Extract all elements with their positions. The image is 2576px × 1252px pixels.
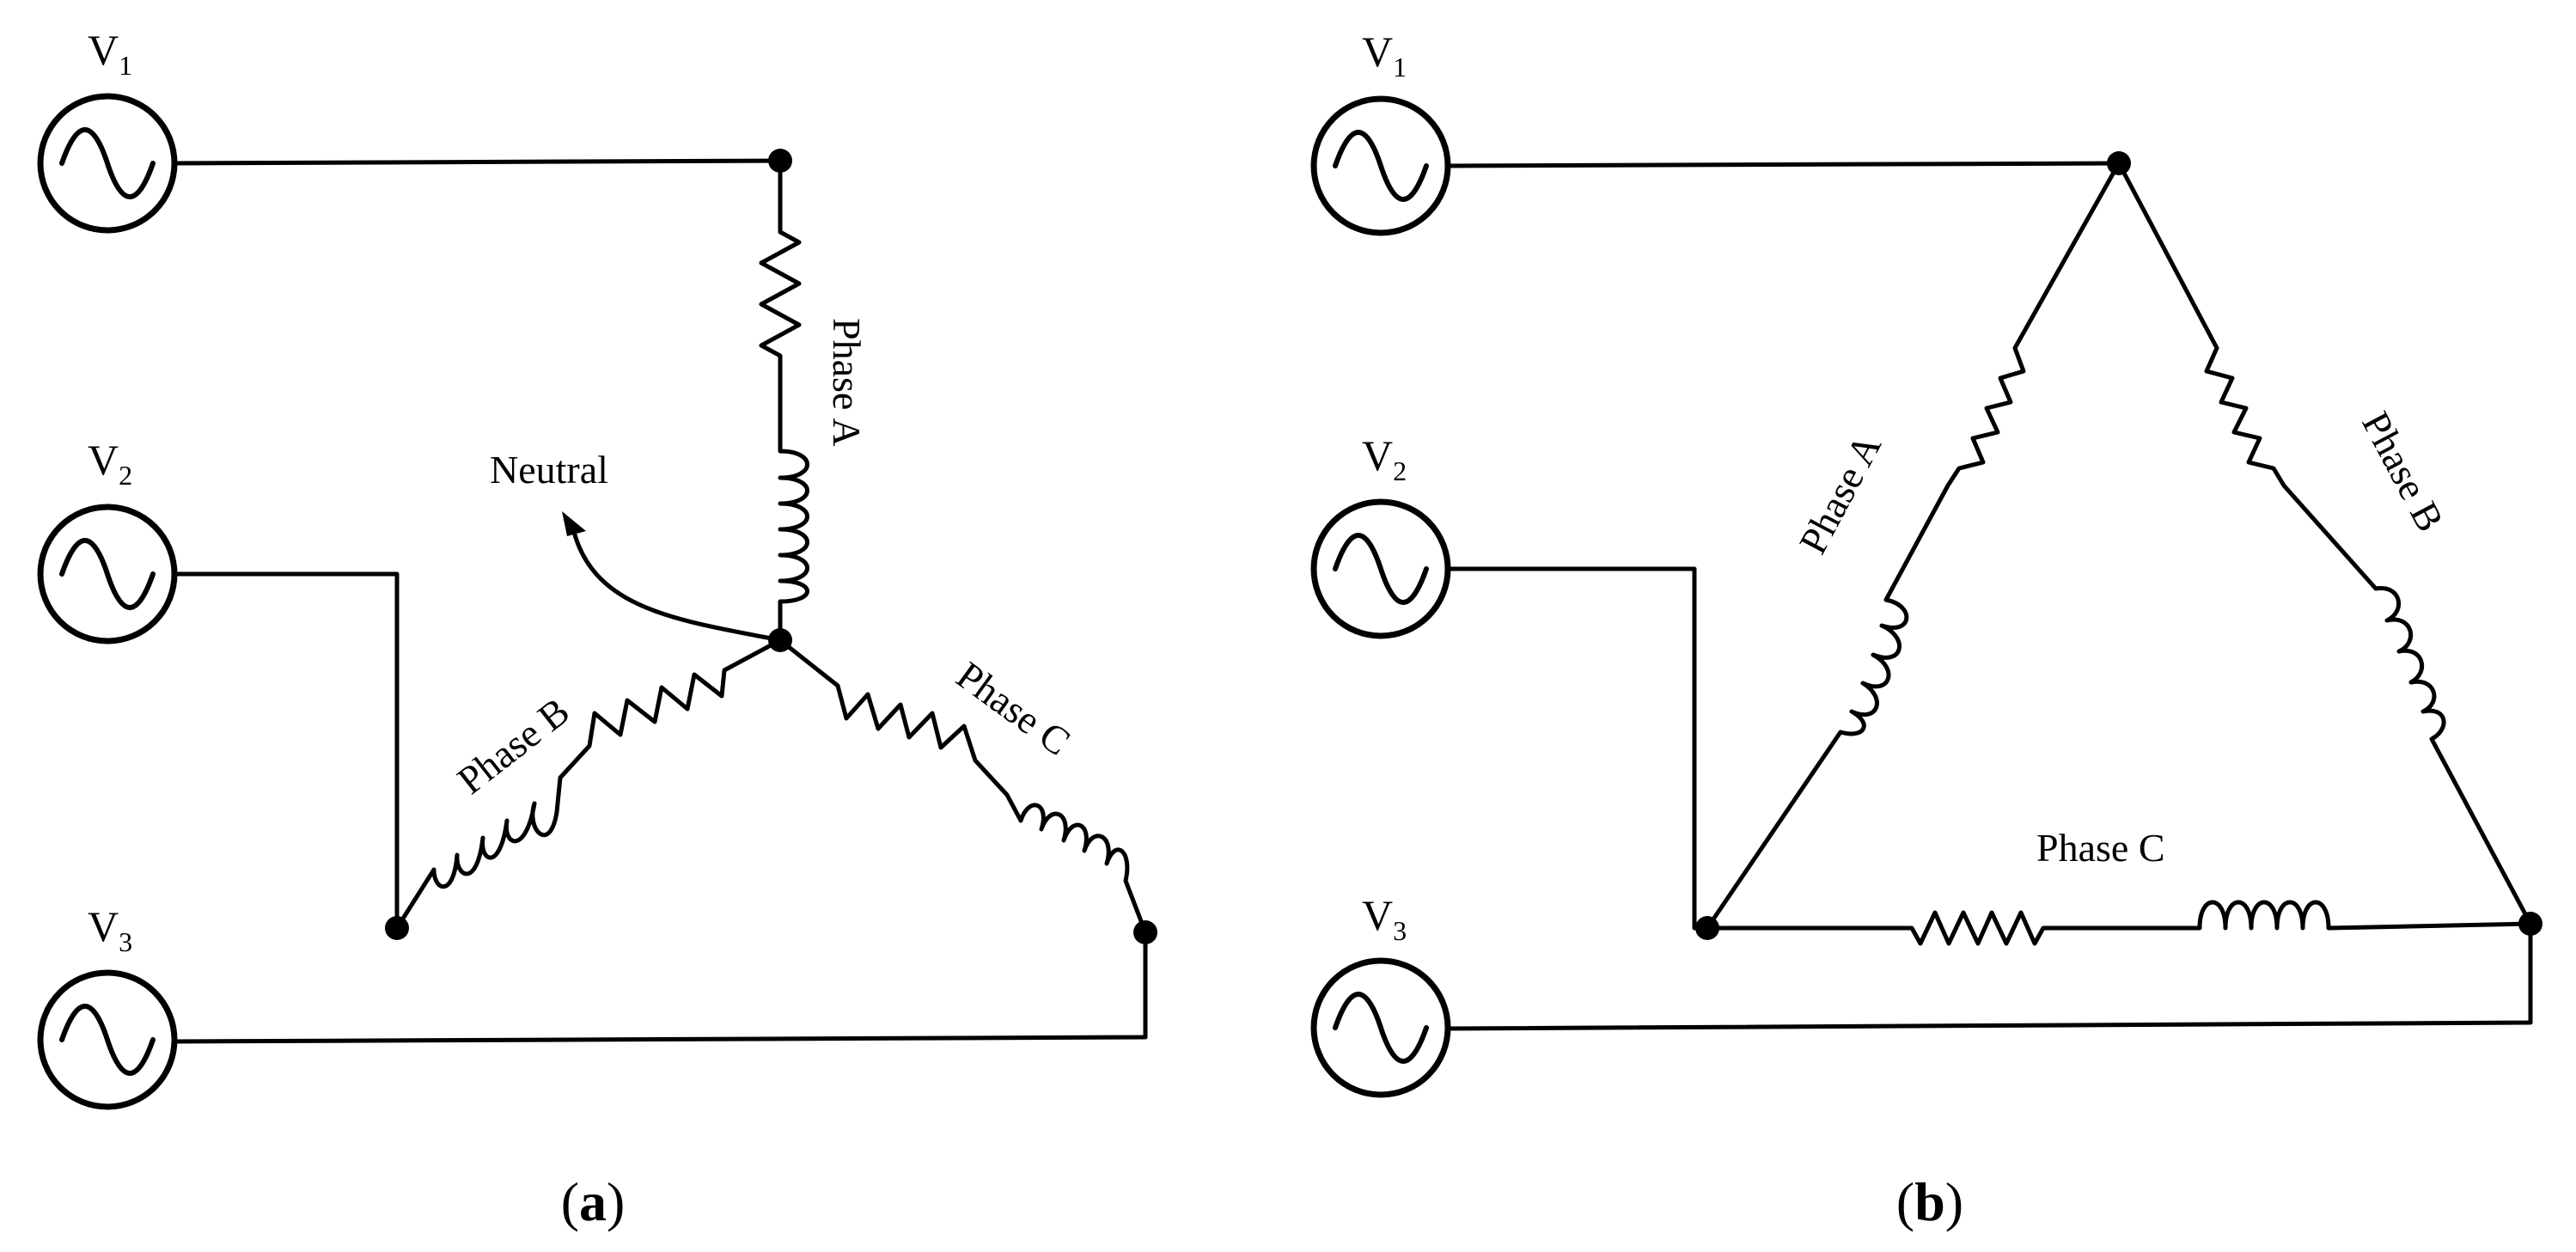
source-label-v1: V1 [88,26,132,81]
sine-wave-icon [59,538,156,610]
wire-v1-to-top [1445,161,2121,168]
neutral-node-dot [768,628,792,652]
node-dot [2107,151,2131,175]
node-dot [2518,912,2542,936]
phase-b-label: Phase B [2353,405,2452,539]
source-label-v2: V2 [1362,431,1407,486]
neutral-arrow [571,526,783,643]
source-label-v3: V3 [1362,891,1407,946]
wire-v3-to-c [172,930,1148,1044]
wire-v2-to-left [1445,566,1710,931]
sine-wave-icon [1333,130,1429,202]
resistor-inductor-icon [1705,161,2121,931]
source-v3-delta: V3 [1310,891,1451,1098]
sine-wave-icon [1333,533,1429,605]
delta-circuit: V1 V2 V3 [1310,27,2542,1232]
source-v1-wye: V1 [37,26,178,234]
source-v1-delta: V1 [1310,27,1451,236]
node-dot [1133,920,1157,944]
phase-b-branch [2116,161,2533,926]
source-v2-delta: V2 [1310,431,1451,639]
node-dot [768,149,792,173]
phase-a-branch [759,158,809,643]
node-dot [385,916,409,940]
resistor-inductor-icon [394,638,783,931]
caption-a: (a) [561,1171,626,1232]
source-label-v2: V2 [88,436,132,491]
phase-a-label: Phase A [1791,427,1889,561]
node-dot [1695,916,1719,940]
wire-v1-to-a [172,158,783,166]
source-label-v1: V1 [1362,27,1407,82]
resistor-inductor-icon [778,638,1148,935]
resistor-inductor-icon [2116,161,2533,926]
wye-circuit: V1 V2 V3 [37,26,1157,1232]
source-v3-wye: V3 [37,902,178,1110]
phase-c-branch [1705,900,2533,946]
resistor-inductor-icon [1705,900,2533,946]
phase-b-branch [394,638,783,931]
phase-a-branch [1705,161,2121,931]
sine-wave-icon [59,127,156,199]
sine-wave-icon [59,1004,156,1076]
resistor-inductor-icon [759,158,809,643]
source-v2-wye: V2 [37,436,178,644]
neutral-label: Neutral [490,448,608,492]
phase-a-label: Phase A [825,318,869,447]
wire-v2-to-b [172,571,400,931]
source-label-v3: V3 [88,902,132,957]
arrow-head-icon [562,511,586,536]
phase-c-branch [778,638,1148,935]
wire-v3-to-right [1445,921,2533,1031]
phase-c-label: Phase C [2036,826,2165,870]
caption-b: (b) [1896,1171,1963,1232]
sine-wave-icon [1333,992,1429,1064]
phase-c-label: Phase C [949,653,1078,764]
